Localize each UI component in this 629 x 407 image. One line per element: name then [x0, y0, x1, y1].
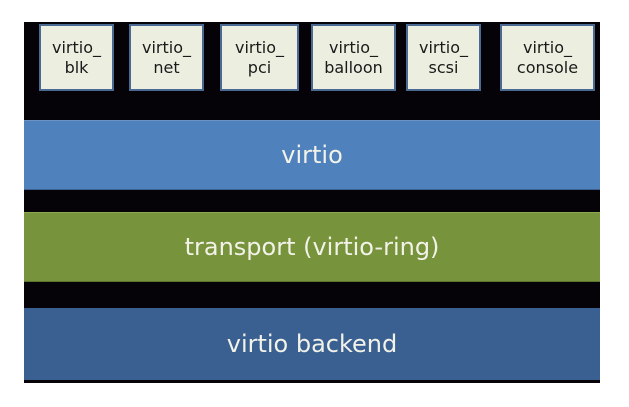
- driver-label-line1: virtio_: [419, 37, 468, 57]
- driver-box-virtio-pci: virtio_ pci: [220, 24, 299, 91]
- driver-label-line1: virtio_: [523, 37, 572, 57]
- driver-label-line2: console: [516, 57, 579, 77]
- virtio-architecture-diagram: virtio_ blk virtio_ net virtio_ pci virt…: [24, 22, 600, 383]
- driver-label-line1: virtio_: [142, 37, 191, 57]
- driver-label-line1: virtio_: [235, 37, 284, 57]
- layer-backend: virtio backend: [24, 308, 600, 380]
- driver-label-line2: scsi: [428, 57, 459, 77]
- layer-transport-label: transport (virtio-ring): [184, 233, 440, 261]
- driver-label-line1: virtio_: [329, 37, 378, 57]
- driver-box-virtio-console: virtio_ console: [500, 24, 595, 91]
- layer-virtio-label: virtio: [281, 141, 343, 169]
- driver-label-line1: virtio_: [52, 37, 101, 57]
- layer-virtio: virtio: [24, 120, 600, 190]
- driver-box-virtio-scsi: virtio_ scsi: [406, 24, 481, 91]
- driver-label-line2: net: [153, 57, 180, 77]
- layer-backend-label: virtio backend: [226, 330, 398, 358]
- driver-label-line2: balloon: [324, 57, 383, 77]
- driver-box-virtio-net: virtio_ net: [129, 24, 204, 91]
- driver-label-line2: pci: [247, 57, 272, 77]
- driver-label-line2: blk: [64, 57, 89, 77]
- layer-transport: transport (virtio-ring): [24, 212, 600, 282]
- driver-box-virtio-balloon: virtio_ balloon: [311, 24, 396, 91]
- driver-box-virtio-blk: virtio_ blk: [39, 24, 114, 91]
